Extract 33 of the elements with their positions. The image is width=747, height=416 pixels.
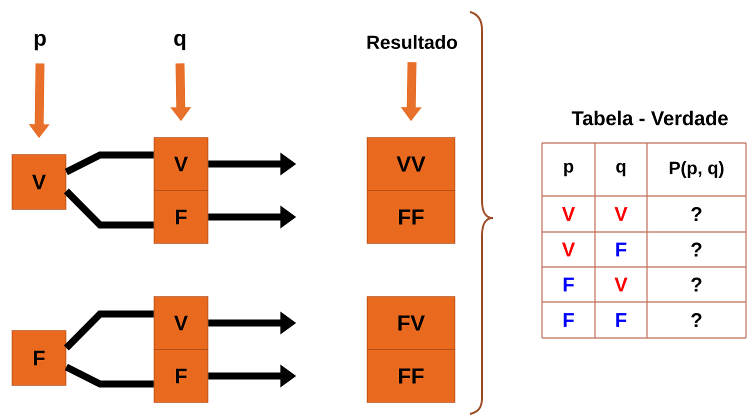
value-box: F [12, 330, 66, 386]
table-cell: V [614, 278, 628, 292]
variable-label: p [34, 34, 46, 50]
table-cell: V [614, 207, 628, 221]
column-header: p [564, 162, 574, 176]
table-cell: ? [691, 313, 702, 327]
connector-line [64, 152, 154, 176]
value-box: V [154, 137, 208, 191]
result-box: FF [366, 349, 456, 403]
value-box: V [12, 154, 66, 210]
value-box: V [154, 296, 208, 350]
result-box: FF [366, 190, 456, 244]
value-box: F [154, 190, 208, 244]
variable-label: q [174, 34, 186, 50]
table-title: Tabela - Verdade [572, 110, 728, 126]
table-cell: F [564, 313, 574, 327]
table-cell: F [616, 313, 626, 327]
value-box: F [154, 349, 208, 403]
table-cell: ? [691, 207, 702, 221]
table-cell: V [562, 242, 576, 256]
table-cell: ? [691, 278, 702, 292]
result-box: VV [366, 137, 456, 191]
connector-line [64, 310, 154, 350]
table-cell: ? [691, 242, 702, 256]
table-cell: F [616, 242, 626, 256]
table-cell: F [564, 278, 574, 292]
connector-line [64, 188, 154, 228]
result-box: FV [366, 296, 456, 350]
connector-line [64, 364, 154, 388]
column-header: P(p, q) [670, 161, 724, 178]
variable-label: Resultado [368, 35, 457, 49]
table-cell: V [562, 207, 576, 221]
column-header: q [616, 162, 626, 176]
